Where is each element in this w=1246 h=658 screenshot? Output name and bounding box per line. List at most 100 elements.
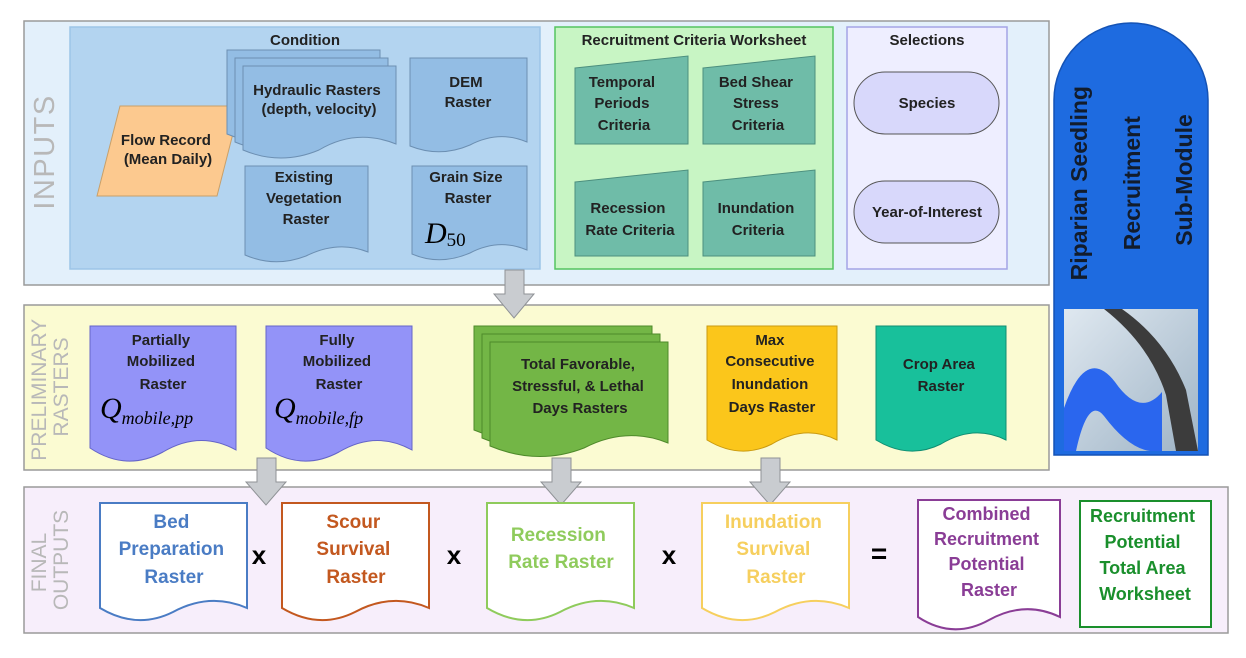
multiply-sign-1: x: [252, 540, 267, 570]
combined-line4: Raster: [961, 580, 1017, 600]
grain-size-label: Grain Size Raster: [429, 169, 507, 207]
inundation-criteria-label: Inundation Criteria: [718, 200, 799, 239]
partially-mobilized-shape: [89, 325, 237, 462]
crop-area-shape: [875, 325, 1007, 452]
max-inundation-line1: Max: [755, 332, 785, 349]
total-area-worksheet-box: [1079, 500, 1212, 628]
grain-subscript: 50: [447, 230, 466, 251]
max-inundation-label: Max Consecutive Inundation Days Raster: [725, 332, 818, 416]
arrow-mobilized-to-bed: [244, 457, 288, 506]
scour-line1: Scour: [326, 512, 380, 533]
scour-survival-shape: [281, 502, 430, 622]
final-label-line1: FINAL: [28, 533, 51, 592]
preliminary-label-line1: PRELIMINARY: [28, 319, 51, 461]
grain-size-line1: Grain Size: [429, 169, 502, 186]
max-inundation-line3: Inundation: [732, 376, 809, 393]
recession-criteria-line1: Recession: [590, 200, 665, 217]
bed-prep-line1: Bed: [153, 512, 189, 533]
temporal-line3: Criteria: [598, 117, 651, 134]
existing-vegetation-shape: [244, 165, 369, 263]
worksheet-line3: Total Area: [1099, 558, 1186, 578]
fully-line3: Raster: [316, 376, 363, 393]
recession-rate-raster-shape: [486, 502, 635, 622]
preliminary-label-line2: RASTERS: [50, 337, 73, 436]
bed-shear-shape: [702, 55, 816, 145]
hydraulic-line2: (depth, velocity): [261, 101, 376, 118]
inundation-survival-line3: Raster: [746, 567, 806, 588]
existing-veg-line2: Vegetation: [266, 190, 342, 207]
module-title: Riparian Seedling Recruitment Sub-Module: [1066, 80, 1197, 281]
bed-shear-line3: Criteria: [732, 117, 785, 134]
fully-mobilized-shape: [265, 325, 413, 462]
module-title-line1: Riparian Seedling: [1066, 86, 1092, 280]
temporal-periods-label: Temporal Periods Criteria: [589, 74, 660, 134]
arrow-inputs-to-preliminary: [492, 269, 536, 319]
inundation-survival-label: Inundation Survival Raster: [725, 512, 827, 588]
bed-shear-label: Bed Shear Stress Criteria: [719, 74, 797, 134]
arrow-days-to-recession: [539, 457, 583, 506]
multiply-sign-2: x: [447, 540, 462, 570]
bed-preparation-label: Bed Preparation Raster: [119, 512, 230, 588]
hydraulic-rasters-label: Hydraulic Rasters (depth, velocity): [253, 82, 385, 118]
fully-line1: Fully: [319, 332, 355, 349]
scour-line2: Survival: [316, 539, 390, 560]
equals-sign: =: [871, 538, 887, 569]
year-of-interest-label: Year-of-Interest: [872, 204, 982, 221]
worksheet-line2: Potential: [1104, 532, 1180, 552]
total-area-worksheet-label: Recruitment Potential Total Area Workshe…: [1090, 506, 1200, 604]
flow-record-line1: Flow Record: [121, 132, 211, 149]
full-subscript: mobile,fp: [296, 408, 364, 428]
dem-line2: Raster: [445, 94, 492, 111]
criteria-title: Recruitment Criteria Worksheet: [582, 32, 807, 49]
fully-line2: Mobilized: [303, 353, 371, 370]
crop-area-line1: Crop Area: [903, 356, 976, 373]
worksheet-line4: Worksheet: [1099, 584, 1191, 604]
inundation-survival-shape: [701, 502, 850, 622]
inundation-criteria-shape: [702, 169, 816, 257]
combined-potential-label: Combined Recruitment Potential Raster: [934, 504, 1044, 600]
module-logo: [1064, 309, 1198, 451]
existing-veg-line3: Raster: [283, 211, 330, 228]
flow-record-label: Flow Record (Mean Daily): [121, 132, 215, 168]
total-days-label: Total Favorable, Stressful, & Lethal Day…: [512, 356, 648, 417]
inundation-survival-line2: Survival: [736, 539, 810, 560]
hydraulic-line1: Hydraulic Rasters: [253, 82, 381, 99]
total-days-rasters-doc: [473, 325, 669, 457]
partially-line3: Raster: [140, 376, 187, 393]
selections-title: Selections: [889, 32, 964, 49]
combined-potential-shape: [917, 499, 1061, 631]
bed-prep-line2: Preparation: [119, 539, 225, 560]
combined-line3: Potential: [948, 554, 1024, 574]
bed-shear-line1: Bed Shear: [719, 74, 793, 91]
fully-mobilized-label: Fully Mobilized Raster: [303, 332, 376, 393]
grain-symbol: D: [424, 217, 447, 250]
final-label-line2: OUTPUTS: [50, 510, 73, 610]
crop-area-label: Crop Area Raster: [903, 356, 979, 395]
existing-veg-line1: Existing: [275, 169, 333, 186]
multiply-sign-3: x: [662, 540, 677, 570]
partially-line2: Mobilized: [127, 353, 195, 370]
recession-rate-criteria-shape: [574, 169, 689, 257]
existing-vegetation-label: Existing Vegetation Raster: [266, 169, 346, 228]
partial-subscript: mobile,pp: [122, 408, 194, 428]
crop-area-line2: Raster: [918, 378, 965, 395]
fully-mobilized-formula: Qmobile,fp: [274, 392, 363, 428]
partial-symbol: Q: [100, 392, 122, 425]
bed-shear-line2: Stress: [733, 95, 779, 112]
max-inundation-line2: Consecutive: [725, 353, 814, 370]
arrow-inundation-to-survival: [748, 457, 792, 506]
max-inundation-line4: Days Raster: [729, 399, 816, 416]
dem-raster-label: DEM Raster: [445, 74, 492, 111]
grain-size-formula: D50: [424, 217, 466, 251]
partially-mobilized-label: Partially Mobilized Raster: [127, 332, 200, 393]
final-section-label: FINAL OUTPUTS: [28, 510, 73, 610]
recession-criteria-line2: Rate Criteria: [585, 222, 675, 239]
dem-line1: DEM: [449, 74, 482, 91]
full-symbol: Q: [274, 392, 296, 425]
grain-size-line2: Raster: [445, 190, 492, 207]
temporal-periods-shape: [574, 55, 689, 145]
preliminary-section-label: PRELIMINARY RASTERS: [28, 313, 73, 460]
recession-rate-raster-label: Recession Rate Raster: [508, 525, 614, 573]
grain-size-shape: [411, 165, 528, 261]
